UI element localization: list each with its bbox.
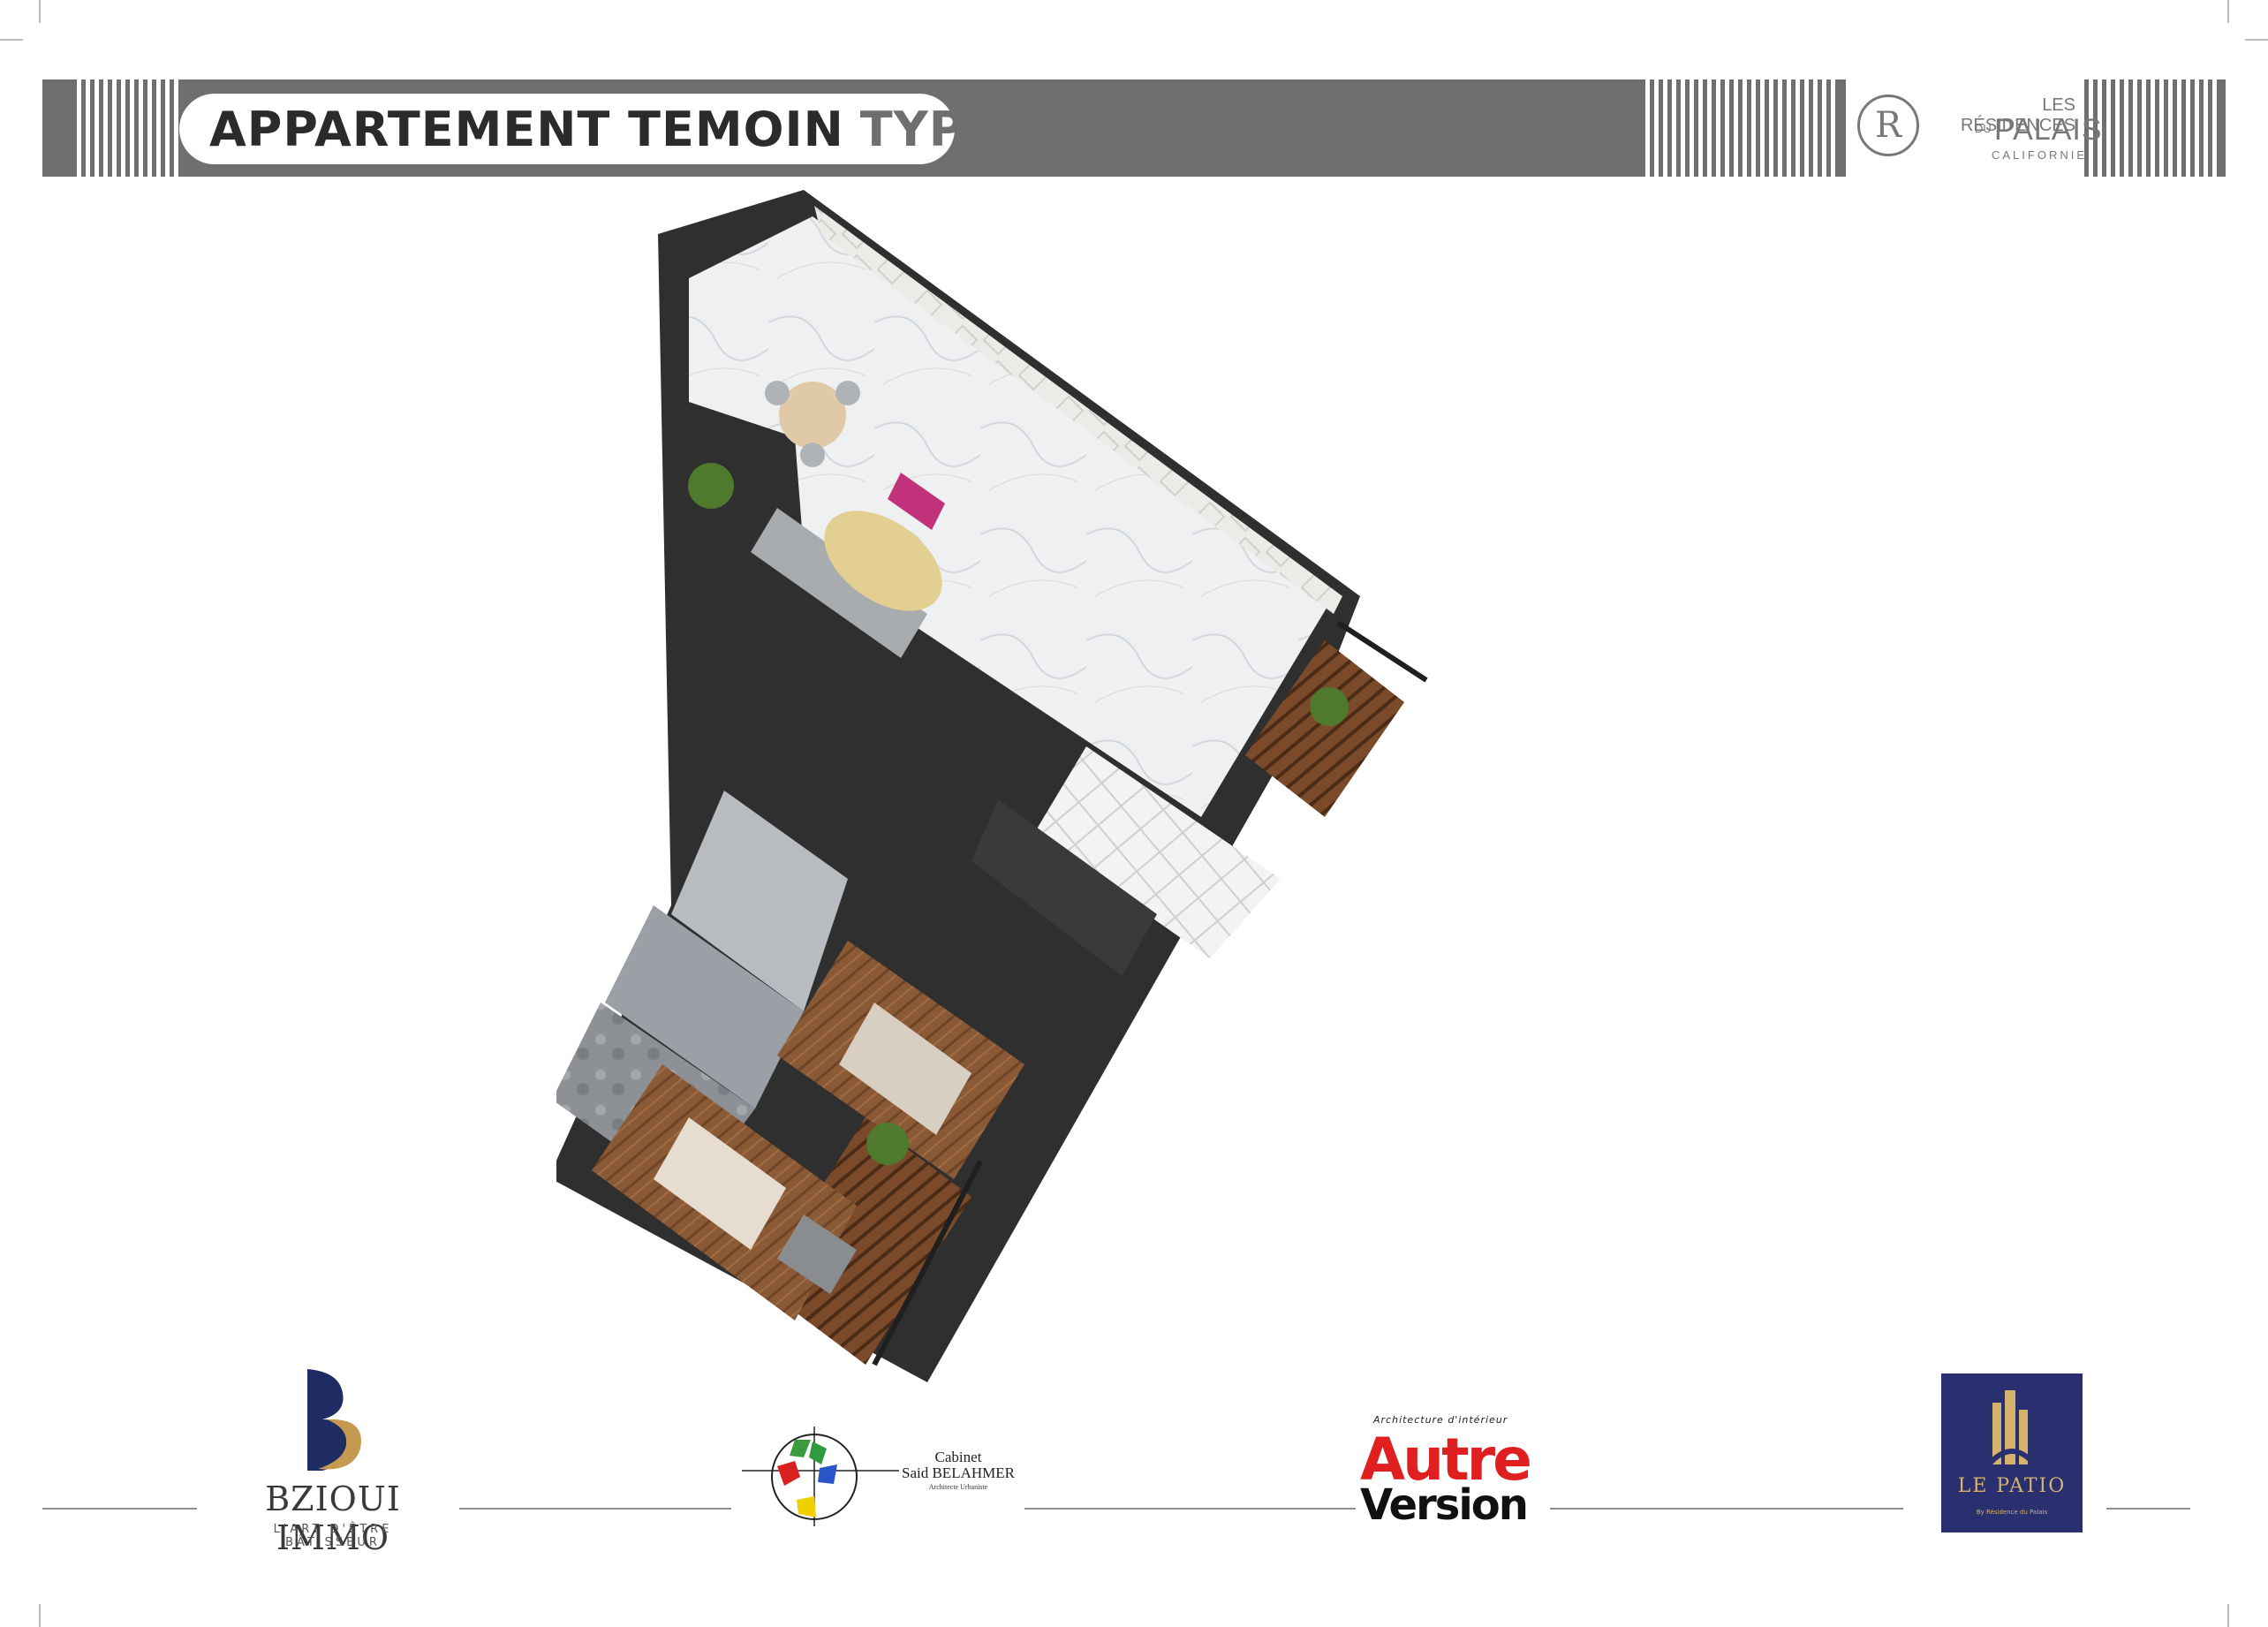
- cabinet-logo: [742, 1426, 899, 1526]
- plant: [1310, 687, 1349, 726]
- rug: [824, 511, 942, 611]
- floor-plan-3d: [556, 190, 1428, 1382]
- header-stripes-left: [72, 79, 178, 177]
- header-stripes-middle: [1641, 79, 1837, 177]
- autre-version-word2: Version: [1360, 1480, 1529, 1530]
- footer-rule: [2106, 1508, 2190, 1510]
- sofa: [751, 508, 927, 658]
- bathroom-3: [671, 791, 848, 1011]
- le-patio-sub: By Résidence du Palais: [1976, 1509, 2048, 1516]
- cabinet-line2: Said BELAHMER: [902, 1464, 1015, 1481]
- residence-monogram-icon: R: [1857, 95, 1919, 156]
- balcony-bottom: [760, 1117, 971, 1365]
- crop-mark: [39, 0, 41, 23]
- plant: [866, 1123, 909, 1165]
- crop-mark: [0, 39, 23, 41]
- title-main: APPARTEMENT TEMOIN: [209, 101, 844, 157]
- crop-mark: [2245, 39, 2268, 41]
- kitchen-floor: [1033, 746, 1281, 958]
- brand-region: CALIFORNIE: [1992, 148, 2088, 162]
- bzioui-logo: [307, 1369, 361, 1471]
- autre-version-word1: Autre: [1360, 1426, 1532, 1494]
- footer-rule: [1024, 1508, 1356, 1510]
- le-patio-building-icon: [1986, 1390, 2037, 1467]
- outdoor-sofa: [777, 1215, 857, 1294]
- tv: [888, 473, 945, 530]
- brand-palais: PALAIS: [1994, 113, 2103, 147]
- cabinet-line1: Cabinet: [934, 1449, 982, 1465]
- header-stripes-right: [2084, 79, 2221, 177]
- footer-rule: [459, 1508, 731, 1510]
- page-title: APPARTEMENT TEMOIN TYPE 6: [179, 94, 1049, 164]
- autre-version-tagline: Architecture d'intérieur: [1373, 1414, 1508, 1426]
- plant: [688, 463, 734, 509]
- brand-du: DU: [1975, 122, 1992, 135]
- crop-mark: [39, 1604, 41, 1627]
- living-floor: [689, 216, 1334, 817]
- le-patio-name: LE PATIO: [1957, 1475, 2067, 1497]
- crop-mark: [2227, 1604, 2229, 1627]
- dining-table: [779, 382, 846, 449]
- title-type: TYPE 6: [859, 101, 1050, 157]
- bzioui-name: BZIOUI IMMO: [265, 1479, 401, 1557]
- balcony-right: [1245, 640, 1404, 817]
- bathroom-2: [605, 905, 804, 1109]
- bzioui-tagline: L'ART D'ÊTRE BÂTISSEUR: [273, 1523, 393, 1549]
- brand-line1: LES RÉSIDENCES: [1960, 95, 2075, 135]
- crop-mark: [2227, 0, 2229, 23]
- cabinet-line3: Architecte Urbaniste: [928, 1483, 988, 1491]
- footer-rule: [42, 1508, 197, 1510]
- footer-rule: [1550, 1508, 1903, 1510]
